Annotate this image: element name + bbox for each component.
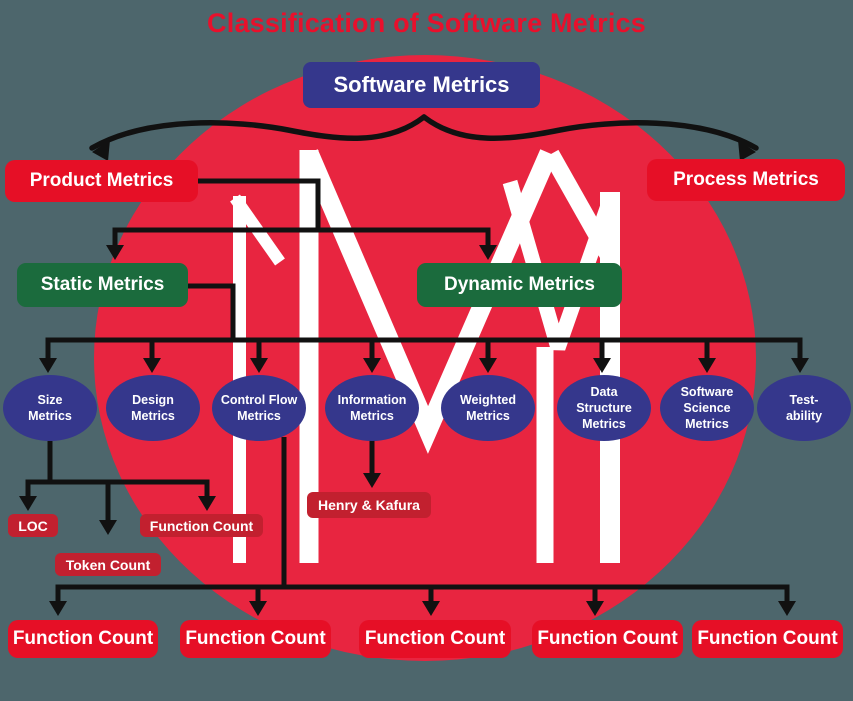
node-software-metrics: Software Metrics (303, 62, 540, 108)
size-bus (25, 479, 210, 496)
node-function-count-2: Function Count (180, 620, 331, 658)
red-circle (94, 55, 756, 661)
ellipse-design-metrics: Design Metrics (106, 375, 200, 441)
node-dynamic-metrics: Dynamic Metrics (417, 263, 622, 307)
ellipse-information-metrics: Information Metrics (325, 375, 419, 441)
ellipse-weighted-metrics: Weighted Metrics (441, 375, 535, 441)
node-function-count-5: Function Count (692, 620, 843, 658)
curve-to-process (421, 114, 759, 151)
ellipse-testability: Test-ability (757, 375, 851, 441)
ellipse-software-science-metrics: Software Science Metrics (660, 375, 754, 441)
bottom-bus (55, 584, 790, 601)
ellipse-control-flow-metrics: Control Flow Metrics (212, 375, 306, 441)
node-token-count: Token Count (55, 553, 161, 576)
node-function-count-small: Function Count (140, 514, 263, 537)
ellipse-data-structure-metrics: Data Structure Metrics (557, 375, 651, 441)
node-loc: LOC (8, 514, 58, 537)
page-title: Classification of Software Metrics (207, 8, 646, 38)
ellipse-bus (45, 337, 803, 358)
node-function-count-4: Function Count (532, 620, 683, 658)
arrowheads (19, 140, 809, 616)
product-elbow (198, 178, 321, 230)
node-function-count-1: Function Count (8, 620, 158, 658)
node-henry-kafura: Henry & Kafura (307, 492, 431, 518)
static-elbow (188, 283, 236, 340)
node-function-count-3: Function Count (359, 620, 511, 658)
static-dynamic-split (112, 227, 491, 245)
node-process-metrics: Process Metrics (647, 159, 845, 201)
ellipse-size-metrics: Size Metrics (3, 375, 97, 441)
curve-to-product (89, 114, 427, 151)
node-product-metrics: Product Metrics (5, 160, 198, 202)
node-static-metrics: Static Metrics (17, 263, 188, 307)
